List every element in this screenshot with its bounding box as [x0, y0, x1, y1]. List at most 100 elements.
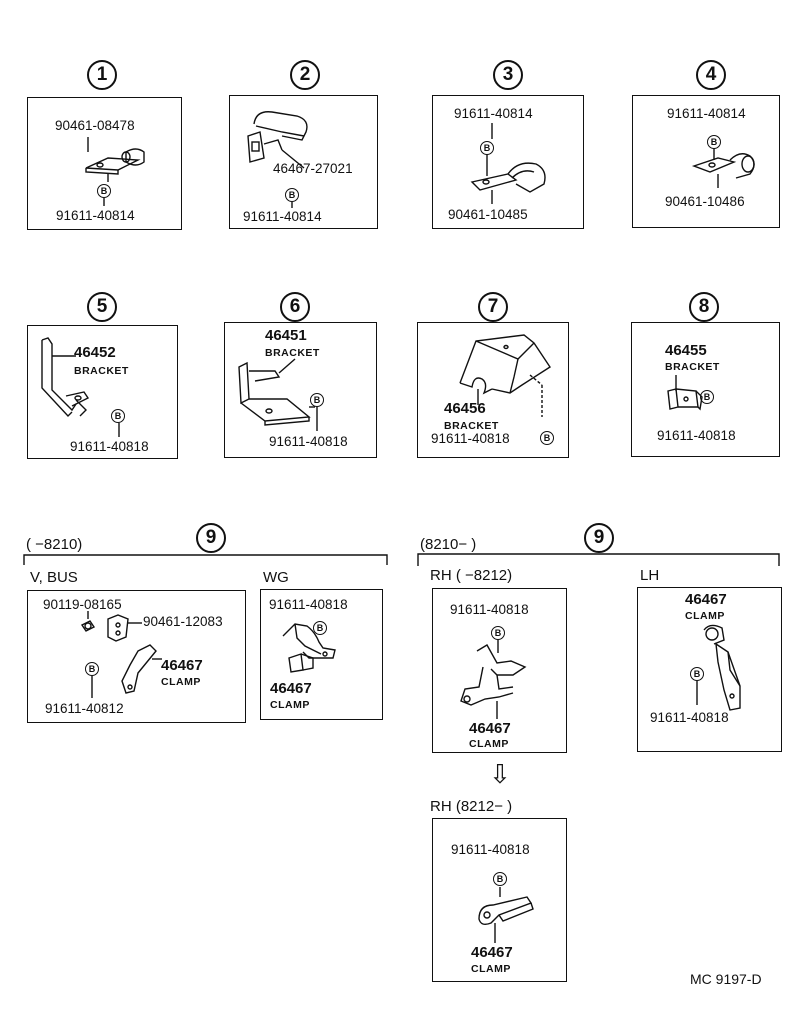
callout-9-left: 9	[196, 523, 226, 553]
bolt-marker: B	[97, 184, 111, 198]
part-name: BRACKET	[265, 347, 320, 359]
part-number: 91611-40818	[451, 842, 530, 857]
part-name: CLAMP	[469, 738, 509, 750]
leader-line	[316, 407, 318, 431]
callout-5: 5	[87, 292, 117, 322]
clamp-drawing	[478, 887, 534, 943]
leader-line	[291, 202, 293, 208]
callout-6: 6	[280, 292, 310, 322]
part-number: 46455	[665, 342, 707, 359]
bolt-marker: B	[540, 431, 554, 445]
part-number: 90119-08165	[43, 597, 122, 612]
panel-2: 46467-27021 B 91611-40814	[229, 95, 378, 229]
callout-2: 2	[290, 60, 320, 90]
part-number: 46456	[444, 400, 486, 417]
part-number: 91611-40814	[667, 106, 746, 121]
part-number: 91611-40818	[70, 439, 149, 454]
callout-4: 4	[696, 60, 726, 90]
subgroup-title: V, BUS	[30, 569, 78, 586]
subgroup-title: RH ( −8212)	[430, 567, 513, 584]
bolt-marker: B	[491, 626, 505, 640]
leader-line	[103, 198, 105, 206]
callout-8: 8	[689, 292, 719, 322]
bolt-marker: B	[111, 409, 125, 423]
part-number: 46467	[161, 657, 203, 674]
clamp-drawing	[247, 111, 308, 169]
part-number: 46467	[471, 944, 513, 961]
clamp-drawing	[691, 148, 755, 188]
bolt-marker: B	[313, 621, 327, 635]
callout-9-right: 9	[584, 523, 614, 553]
bracket-drawing	[459, 334, 551, 417]
part-number: 46467	[685, 591, 727, 608]
leader-line	[696, 681, 698, 705]
subgroup-title: WG	[263, 569, 289, 586]
leader-line	[491, 123, 493, 139]
range-label: (8210− )	[420, 536, 477, 553]
leader-line	[118, 423, 120, 437]
part-number: 91611-40814	[56, 208, 135, 223]
bolt-marker: B	[85, 662, 99, 676]
subgroup-title: RH (8212− )	[430, 798, 513, 815]
part-number: 91611-40814	[454, 106, 533, 121]
panel-9-rh-old: 91611-40818 B 46467 CLAMP	[432, 588, 567, 753]
part-number: 91611-40818	[269, 434, 348, 449]
part-number: 46467-27021	[273, 161, 353, 176]
range-label: ( −8210)	[26, 536, 83, 553]
panel-1: 90461-08478 B 91611-40814	[27, 97, 182, 230]
panel-9-lh: 46467 CLAMP B 91611-40818	[637, 587, 782, 752]
part-number: 46467	[270, 680, 312, 697]
clamp-drawing	[80, 611, 162, 694]
part-name: BRACKET	[444, 420, 499, 432]
part-number: 90461-12083	[143, 614, 223, 629]
part-number: 91611-40814	[243, 209, 322, 224]
clamp-drawing	[470, 154, 546, 204]
part-number: 90461-10485	[448, 207, 528, 222]
diagram-reference: MC 9197-D	[690, 971, 762, 987]
panel-9-wg: 91611-40818 B 46467 CLAMP	[260, 589, 383, 720]
clamp-drawing	[703, 624, 741, 711]
part-name: CLAMP	[471, 963, 511, 975]
bracket-drawing	[41, 337, 90, 418]
part-number: 91611-40818	[657, 428, 736, 443]
bolt-marker: B	[700, 390, 714, 404]
part-number: 90461-08478	[55, 118, 135, 133]
panel-8: 46455 BRACKET B 91611-40818	[631, 322, 780, 457]
part-number: 46451	[265, 327, 307, 344]
panel-4: 91611-40814 B 90461-10486	[632, 95, 780, 228]
clamp-drawing	[282, 623, 336, 673]
part-name: CLAMP	[161, 676, 201, 688]
part-number: 91611-40818	[650, 710, 729, 725]
panel-7: 46456 BRACKET 91611-40818 B	[417, 322, 569, 458]
leader-line	[91, 676, 93, 698]
bolt-marker: B	[707, 135, 721, 149]
callout-7: 7	[478, 292, 508, 322]
part-number: 91611-40812	[45, 701, 124, 716]
bolt-marker: B	[690, 667, 704, 681]
part-number: 91611-40818	[450, 602, 529, 617]
panel-6: 46451 BRACKET B 91611-40818	[224, 322, 377, 458]
bracket-drawing	[85, 137, 145, 182]
part-name: CLAMP	[270, 699, 310, 711]
part-number: 46452	[74, 344, 116, 361]
panel-5: 46452 BRACKET B 91611-40818	[27, 325, 178, 459]
group-bracket	[23, 554, 388, 565]
bolt-marker: B	[493, 872, 507, 886]
bolt-marker: B	[310, 393, 324, 407]
panel-9-vbus: 90119-08165 90461-12083 46467 CLAMP B 91…	[27, 590, 246, 723]
callout-1: 1	[87, 60, 117, 90]
panel-9-rh-new: 91611-40818 B 46467 CLAMP	[432, 818, 567, 982]
part-number: 91611-40818	[269, 597, 348, 612]
clamp-drawing	[460, 639, 527, 719]
part-name: BRACKET	[665, 361, 720, 373]
group-bracket	[417, 553, 780, 566]
bracket-drawing	[238, 358, 315, 426]
part-name: CLAMP	[685, 610, 725, 622]
part-name: BRACKET	[74, 365, 129, 377]
down-arrow-icon: ⇩	[489, 759, 511, 789]
callout-3: 3	[493, 60, 523, 90]
bolt-marker: B	[285, 188, 299, 202]
part-number: 46467	[469, 720, 511, 737]
part-number: 91611-40818	[431, 431, 510, 446]
